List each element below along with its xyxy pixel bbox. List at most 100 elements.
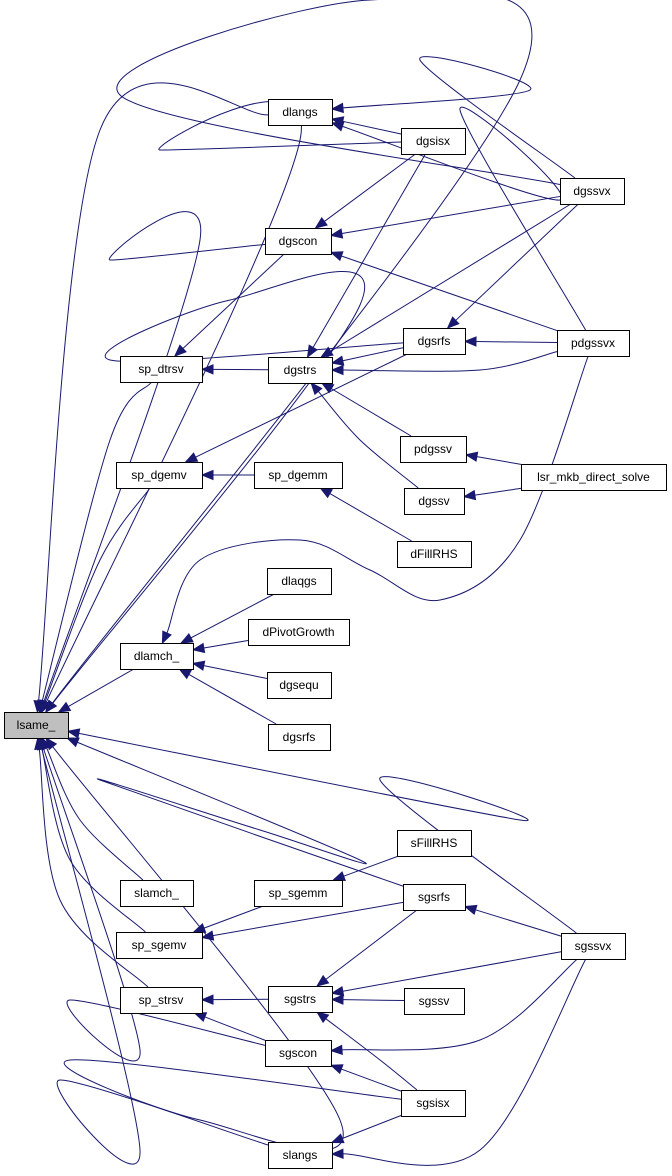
node-box-sgsrfs[interactable] bbox=[403, 884, 466, 911]
node-sFillRHS[interactable]: sFillRHS bbox=[397, 830, 472, 857]
edge-sp_dgemv-to-lsame bbox=[44, 487, 151, 702]
node-sp_sgemv[interactable]: sp_sgemv bbox=[116, 932, 203, 959]
node-box-sgstrs[interactable] bbox=[268, 986, 333, 1013]
node-pdgssv[interactable]: pdgssv bbox=[400, 436, 467, 463]
arrowhead-dgssvx-to-dgscon bbox=[329, 228, 344, 239]
arrowhead-dgsisx-to-dgscon bbox=[314, 216, 328, 229]
node-box-dlaqgs[interactable] bbox=[267, 568, 332, 595]
node-label-sgsrfs: sgsrfs bbox=[418, 890, 450, 904]
edge-dlamch-to-lsame bbox=[68, 668, 135, 707]
node-box-sp_strsv[interactable] bbox=[120, 987, 203, 1014]
node-dlangs[interactable]: dlangs bbox=[268, 99, 333, 126]
node-box-dgsrfs_mid[interactable] bbox=[268, 724, 331, 751]
arrowhead-sgssvx-to-sgsrfs bbox=[463, 904, 478, 915]
node-box-dgsequ[interactable] bbox=[267, 672, 332, 699]
node-dFillRHS[interactable]: dFillRHS bbox=[397, 541, 472, 568]
node-box-dgssvx[interactable] bbox=[560, 178, 625, 205]
node-box-slangs[interactable] bbox=[268, 1142, 333, 1169]
node-box-dgstrs[interactable] bbox=[268, 357, 333, 384]
node-dgstrs[interactable]: dgstrs bbox=[268, 357, 333, 384]
node-box-sgssv[interactable] bbox=[404, 988, 465, 1015]
node-box-dgsrfs_top[interactable] bbox=[403, 328, 466, 355]
edge-dFillRHS-to-sp_dgemm bbox=[329, 493, 412, 542]
node-label-dFillRHS: dFillRHS bbox=[410, 547, 457, 561]
node-dPivotGrowth[interactable]: dPivotGrowth bbox=[248, 619, 350, 646]
node-dgssv[interactable]: dgssv bbox=[404, 488, 465, 515]
arrowhead-dgssv-to-dgstrs bbox=[310, 381, 323, 396]
node-label-sgstrs: sgstrs bbox=[284, 992, 316, 1006]
node-sp_dtrsv[interactable]: sp_dtrsv bbox=[120, 356, 203, 383]
node-sp_sgemm[interactable]: sp_sgemm bbox=[254, 880, 343, 907]
edge-dlaqgs-to-dlamch bbox=[190, 593, 275, 639]
arrowhead-dgsrfs_top-to-sp_dgemv bbox=[184, 452, 199, 463]
node-box-lsame[interactable] bbox=[4, 712, 69, 739]
node-sgssv[interactable]: sgssv bbox=[404, 988, 465, 1015]
node-sgsisx[interactable]: sgsisx bbox=[401, 1090, 466, 1117]
node-box-dPivotGrowth[interactable] bbox=[248, 619, 350, 646]
node-pdgssvx[interactable]: pdgssvx bbox=[557, 330, 630, 357]
node-box-sgsisx[interactable] bbox=[401, 1090, 466, 1117]
node-box-sp_dtrsv[interactable] bbox=[120, 356, 203, 383]
arrowhead-pdgssvx-to-dgscon bbox=[329, 251, 344, 262]
node-box-sp_dgemm[interactable] bbox=[254, 462, 343, 489]
arrowhead-sgsisx-to-sgscon bbox=[329, 1064, 344, 1075]
node-sp_dgemm[interactable]: sp_dgemm bbox=[254, 462, 343, 489]
node-box-dFillRHS[interactable] bbox=[397, 541, 472, 568]
node-lsr[interactable]: lsr_mkb_direct_solve bbox=[521, 464, 667, 491]
arrowhead-sgssv-to-sgstrs bbox=[330, 994, 344, 1005]
node-box-sgscon[interactable] bbox=[265, 1040, 332, 1067]
edge-sgssvx-to-slangs bbox=[342, 958, 587, 1166]
node-sp_strsv[interactable]: sp_strsv bbox=[120, 987, 203, 1014]
node-box-dlamch[interactable] bbox=[120, 643, 194, 670]
node-dgsequ[interactable]: dgsequ bbox=[267, 672, 332, 699]
node-box-pdgssvx[interactable] bbox=[557, 330, 630, 357]
edge-sgscon-to-sp_strsv bbox=[204, 1016, 266, 1041]
edge-pdgssvx-to-dgscon bbox=[341, 255, 558, 332]
node-lsame[interactable]: lsame_ bbox=[4, 712, 69, 739]
node-sgscon[interactable]: sgscon bbox=[265, 1040, 332, 1067]
node-box-dgsisx[interactable] bbox=[401, 128, 466, 155]
node-label-dgsisx: dgsisx bbox=[416, 134, 450, 148]
node-dgscon[interactable]: dgscon bbox=[265, 228, 332, 255]
node-sp_dgemv[interactable]: sp_dgemv bbox=[116, 462, 203, 489]
node-box-sgssvx[interactable] bbox=[561, 933, 626, 960]
edge-dgscon-to-sp_dtrsv bbox=[182, 253, 285, 349]
node-box-sp_dgemv[interactable] bbox=[116, 462, 203, 489]
node-box-sp_sgemm[interactable] bbox=[254, 880, 343, 907]
node-box-sp_sgemv[interactable] bbox=[116, 932, 203, 959]
arrowhead-lsr-to-pdgssv bbox=[464, 451, 479, 462]
arrowhead-lsr-to-dgssv bbox=[462, 489, 477, 501]
edge-sgsisx-to-lsame bbox=[52, 746, 402, 1151]
node-label-pdgssv: pdgssv bbox=[414, 442, 452, 456]
edge-sgsrfs-to-sgstrs bbox=[325, 909, 418, 980]
node-sgsrfs[interactable]: sgsrfs bbox=[403, 884, 466, 911]
node-box-sFillRHS[interactable] bbox=[397, 830, 472, 857]
edge-dlangs-to-lsame bbox=[38, 82, 269, 702]
edge-sgsisx-to-slangs bbox=[342, 1115, 402, 1139]
node-dgsisx[interactable]: dgsisx bbox=[401, 128, 466, 155]
node-sgssvx[interactable]: sgssvx bbox=[561, 933, 626, 960]
node-label-dgsrfs_top: dgsrfs bbox=[418, 334, 451, 348]
node-box-dlangs[interactable] bbox=[268, 99, 333, 126]
node-slamch[interactable]: slamch_ bbox=[120, 880, 194, 907]
node-label-sp_strsv: sp_strsv bbox=[139, 993, 184, 1007]
arrowhead-sgsrfs-to-sp_sgemv bbox=[200, 930, 215, 941]
node-dlaqgs[interactable]: dlaqgs bbox=[267, 568, 332, 595]
node-box-dgscon[interactable] bbox=[265, 228, 332, 255]
node-box-pdgssv[interactable] bbox=[400, 436, 467, 463]
node-dgsrfs_top[interactable]: dgsrfs bbox=[403, 328, 466, 355]
edge-pdgssvx-to-dlamch bbox=[166, 355, 589, 634]
edge-dgsequ-to-dlamch bbox=[203, 665, 268, 679]
node-dgsrfs_mid[interactable]: dgsrfs bbox=[268, 724, 331, 751]
node-label-dgsrfs_mid: dgsrfs bbox=[283, 730, 316, 744]
node-label-dlangs: dlangs bbox=[282, 105, 317, 119]
node-dlamch[interactable]: dlamch_ bbox=[120, 643, 194, 670]
node-box-slamch[interactable] bbox=[120, 880, 194, 907]
node-dgssvx[interactable]: dgssvx bbox=[560, 178, 625, 205]
edge-pdgssvx-to-dgsrfs_top bbox=[475, 341, 558, 344]
node-slangs[interactable]: slangs bbox=[268, 1142, 333, 1169]
node-sgstrs[interactable]: sgstrs bbox=[268, 986, 333, 1013]
node-box-dgssv[interactable] bbox=[404, 488, 465, 515]
node-box-lsr[interactable] bbox=[521, 464, 667, 491]
